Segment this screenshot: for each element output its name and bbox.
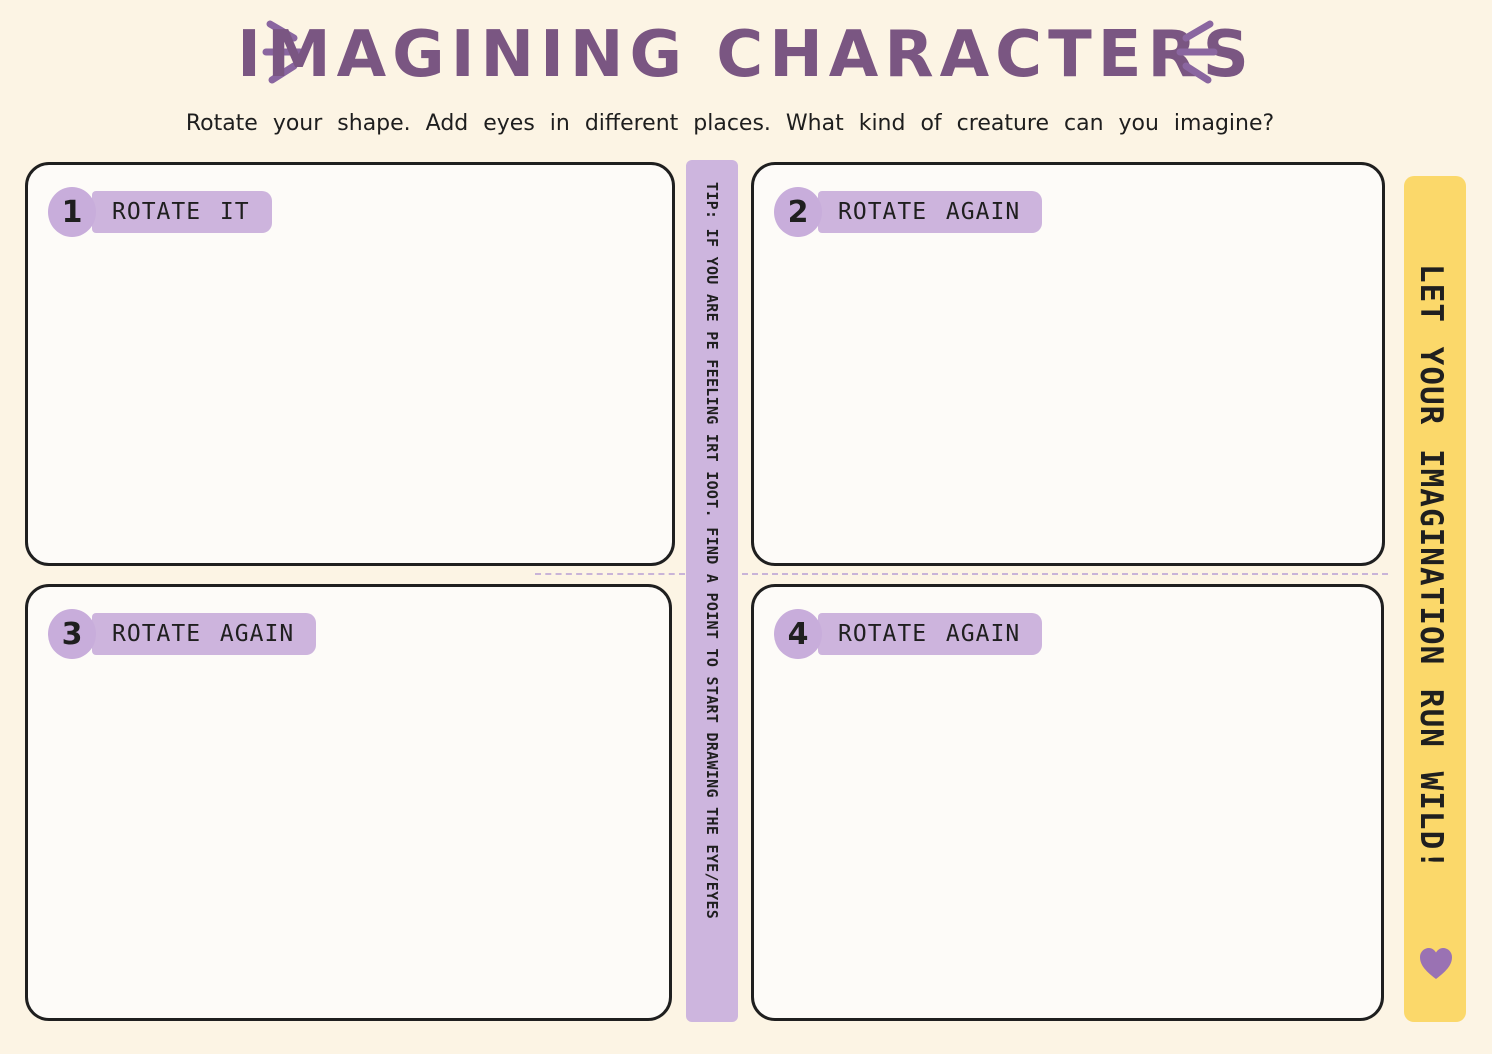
drawing-panel-3[interactable]: 3 ROTATE AGAIN — [25, 584, 672, 1021]
burst-right-icon — [1176, 20, 1218, 84]
heart-icon — [1420, 948, 1452, 979]
side-banner-text: LET YOUR IMAGINATION RUN WILD! — [1413, 264, 1449, 870]
tip-text: TIP: IF YOU ARE PE FEELING IRT IOOT. FIN… — [703, 182, 721, 920]
step-number-badge: 4 — [774, 609, 822, 659]
step-label-3: 3 ROTATE AGAIN — [48, 609, 317, 659]
drawing-panel-1[interactable]: 1 ROTATE IT — [25, 162, 675, 566]
page-title: IMAGINING CHARACTERS — [237, 18, 1255, 92]
step-number-badge: 2 — [774, 187, 822, 237]
step-label-1: 1 ROTATE IT — [48, 187, 272, 237]
step-label-text: ROTATE AGAIN — [818, 191, 1043, 233]
step-label-text: ROTATE AGAIN — [818, 613, 1043, 655]
side-banner: LET YOUR IMAGINATION RUN WILD! — [1404, 176, 1466, 1022]
step-label-text: ROTATE AGAIN — [92, 613, 317, 655]
step-label-4: 4 ROTATE AGAIN — [774, 609, 1043, 659]
drawing-panel-4[interactable]: 4 ROTATE AGAIN — [751, 584, 1384, 1021]
divider-line-left — [535, 573, 685, 575]
drawing-panel-2[interactable]: 2 ROTATE AGAIN — [751, 162, 1385, 566]
step-number-badge: 1 — [48, 187, 96, 237]
step-label-text: ROTATE IT — [92, 191, 272, 233]
divider-line-right — [742, 573, 1388, 575]
step-label-2: 2 ROTATE AGAIN — [774, 187, 1043, 237]
instructions-text: Rotate your shape. Add eyes in different… — [185, 111, 1275, 136]
burst-left-icon — [262, 20, 304, 84]
tip-strip: TIP: IF YOU ARE PE FEELING IRT IOOT. FIN… — [686, 160, 738, 1022]
step-number-badge: 3 — [48, 609, 96, 659]
